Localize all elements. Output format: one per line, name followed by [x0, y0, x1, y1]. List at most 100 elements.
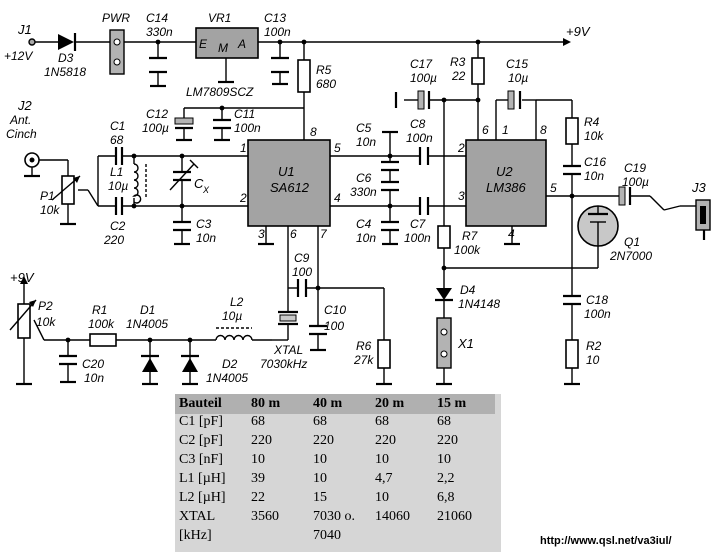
label-c10: C10 [324, 303, 346, 317]
c14-capacitor [149, 56, 167, 74]
table-cell: 10 [375, 490, 389, 505]
label-u1-value: SA612 [270, 180, 310, 195]
r4-resistor [565, 117, 579, 145]
q1-mosfet [577, 205, 619, 247]
table-header-cell: Bauteil [179, 396, 222, 411]
pin-u1-6: 6 [290, 227, 297, 241]
label-q1-value: 2N7000 [609, 249, 652, 263]
label-r7-value: 100k [454, 243, 481, 257]
label-c17: C17 [410, 57, 433, 71]
label-q1: Q1 [624, 235, 640, 249]
d1-diode [141, 354, 159, 372]
label-r1: R1 [92, 303, 107, 317]
plus9v-up-arrow [20, 276, 28, 284]
r5-resistor [297, 59, 311, 93]
c2-capacitor [114, 197, 124, 215]
label-l1: L1 [110, 165, 123, 179]
label-c7: C7 [410, 217, 427, 231]
table-cell: 10 [375, 452, 389, 467]
table-cell: 10 [313, 471, 327, 486]
table-cell: L1 [µH] [179, 471, 226, 486]
p2-potentiometer [9, 299, 37, 339]
label-l2-value: 10µ [222, 309, 242, 323]
label-r1-value: 100k [88, 317, 115, 331]
label-d1-value: 1N4005 [126, 317, 168, 331]
label-d2: D2 [222, 357, 238, 371]
c1-capacitor [114, 147, 124, 165]
label-j2-cinch: Cinch [6, 127, 37, 141]
c8-capacitor [418, 147, 430, 165]
label-c8: C8 [410, 117, 426, 131]
pin-u1-2: 2 [239, 191, 247, 205]
c12-capacitor [174, 117, 194, 130]
label-r4-value: 10k [584, 129, 604, 143]
label-c4: C4 [356, 217, 372, 231]
label-c1: C1 [110, 119, 125, 133]
table-cell: 220 [313, 433, 334, 448]
table-cell: 68 [375, 414, 389, 429]
table-row: XTAL 3560 7030 o. 14060 21060 [175, 509, 495, 528]
c17-capacitor [417, 90, 431, 110]
table-row: [kHz] 7040 [175, 528, 495, 547]
label-c13-value: 100n [264, 25, 291, 39]
c5-capacitor [381, 160, 399, 172]
label-c14-value: 330n [146, 25, 173, 39]
label-c20-value: 10n [84, 371, 104, 385]
table-cell: 6,8 [437, 490, 455, 505]
table-cell: 7030 o. [313, 509, 355, 524]
table-cell: 68 [251, 414, 265, 429]
label-j2-ant: Ant. [9, 113, 31, 127]
label-r5: R5 [316, 63, 332, 77]
table-cell: 220 [375, 433, 396, 448]
c10-capacitor [309, 324, 327, 336]
label-c19: C19 [624, 161, 646, 175]
c16-capacitor [563, 164, 581, 176]
label-d2-value: 1N4005 [206, 371, 248, 385]
c13-capacitor [271, 56, 289, 74]
table-cell [433, 528, 495, 547]
label-c15: C15 [506, 57, 528, 71]
label-j2: J2 [17, 98, 33, 113]
table-cell: 22 [251, 490, 265, 505]
pin-u1-1: 1 [240, 141, 247, 155]
table-cell: XTAL [179, 509, 216, 524]
pin-u1-7: 7 [320, 227, 328, 241]
pin-u1-3: 3 [258, 227, 265, 241]
r2-resistor [565, 339, 579, 369]
table-header-row: Bauteil 80 m 40 m 20 m 15 m [175, 394, 495, 414]
r7-resistor [437, 225, 451, 249]
label-c7-value: 100n [404, 231, 431, 245]
table-cell: C3 [nF] [179, 452, 223, 467]
label-c10-value: 100 [324, 319, 344, 333]
label-plus9v: +9V [566, 24, 591, 39]
label-p2-value: 10k [36, 315, 56, 329]
label-c2: C2 [110, 219, 126, 233]
table-cell: 21060 [437, 509, 472, 524]
label-d3: D3 [58, 51, 74, 65]
u2-lm386-ic [465, 139, 547, 227]
label-r7: R7 [462, 229, 479, 243]
label-r6: R6 [356, 339, 372, 353]
label-r3: R3 [450, 55, 466, 69]
c9-capacitor [296, 279, 308, 297]
table-cell: C1 [pF] [179, 414, 223, 429]
pin-u1-5: 5 [334, 141, 341, 155]
label-l1-value: 10µ [108, 179, 128, 193]
table-cell: 2,2 [437, 471, 455, 486]
x1-header [436, 317, 452, 369]
ground-symbols [16, 80, 706, 386]
component-labels: J1 +12V D3 1N5818 PWR C14 330n VR1 E M A… [4, 11, 707, 385]
d2-diode [181, 354, 199, 372]
table-cell: 14060 [375, 509, 410, 524]
d3-diode [58, 33, 77, 51]
label-r3-value: 22 [451, 69, 466, 83]
label-j3: J3 [691, 180, 707, 195]
label-c13: C13 [264, 11, 286, 25]
label-c3: C3 [196, 217, 212, 231]
label-c1-value: 68 [110, 133, 124, 147]
label-c6: C6 [356, 171, 372, 185]
c3-capacitor [173, 220, 191, 232]
table-cell: 7040 [313, 528, 341, 543]
label-l2: L2 [230, 295, 244, 309]
